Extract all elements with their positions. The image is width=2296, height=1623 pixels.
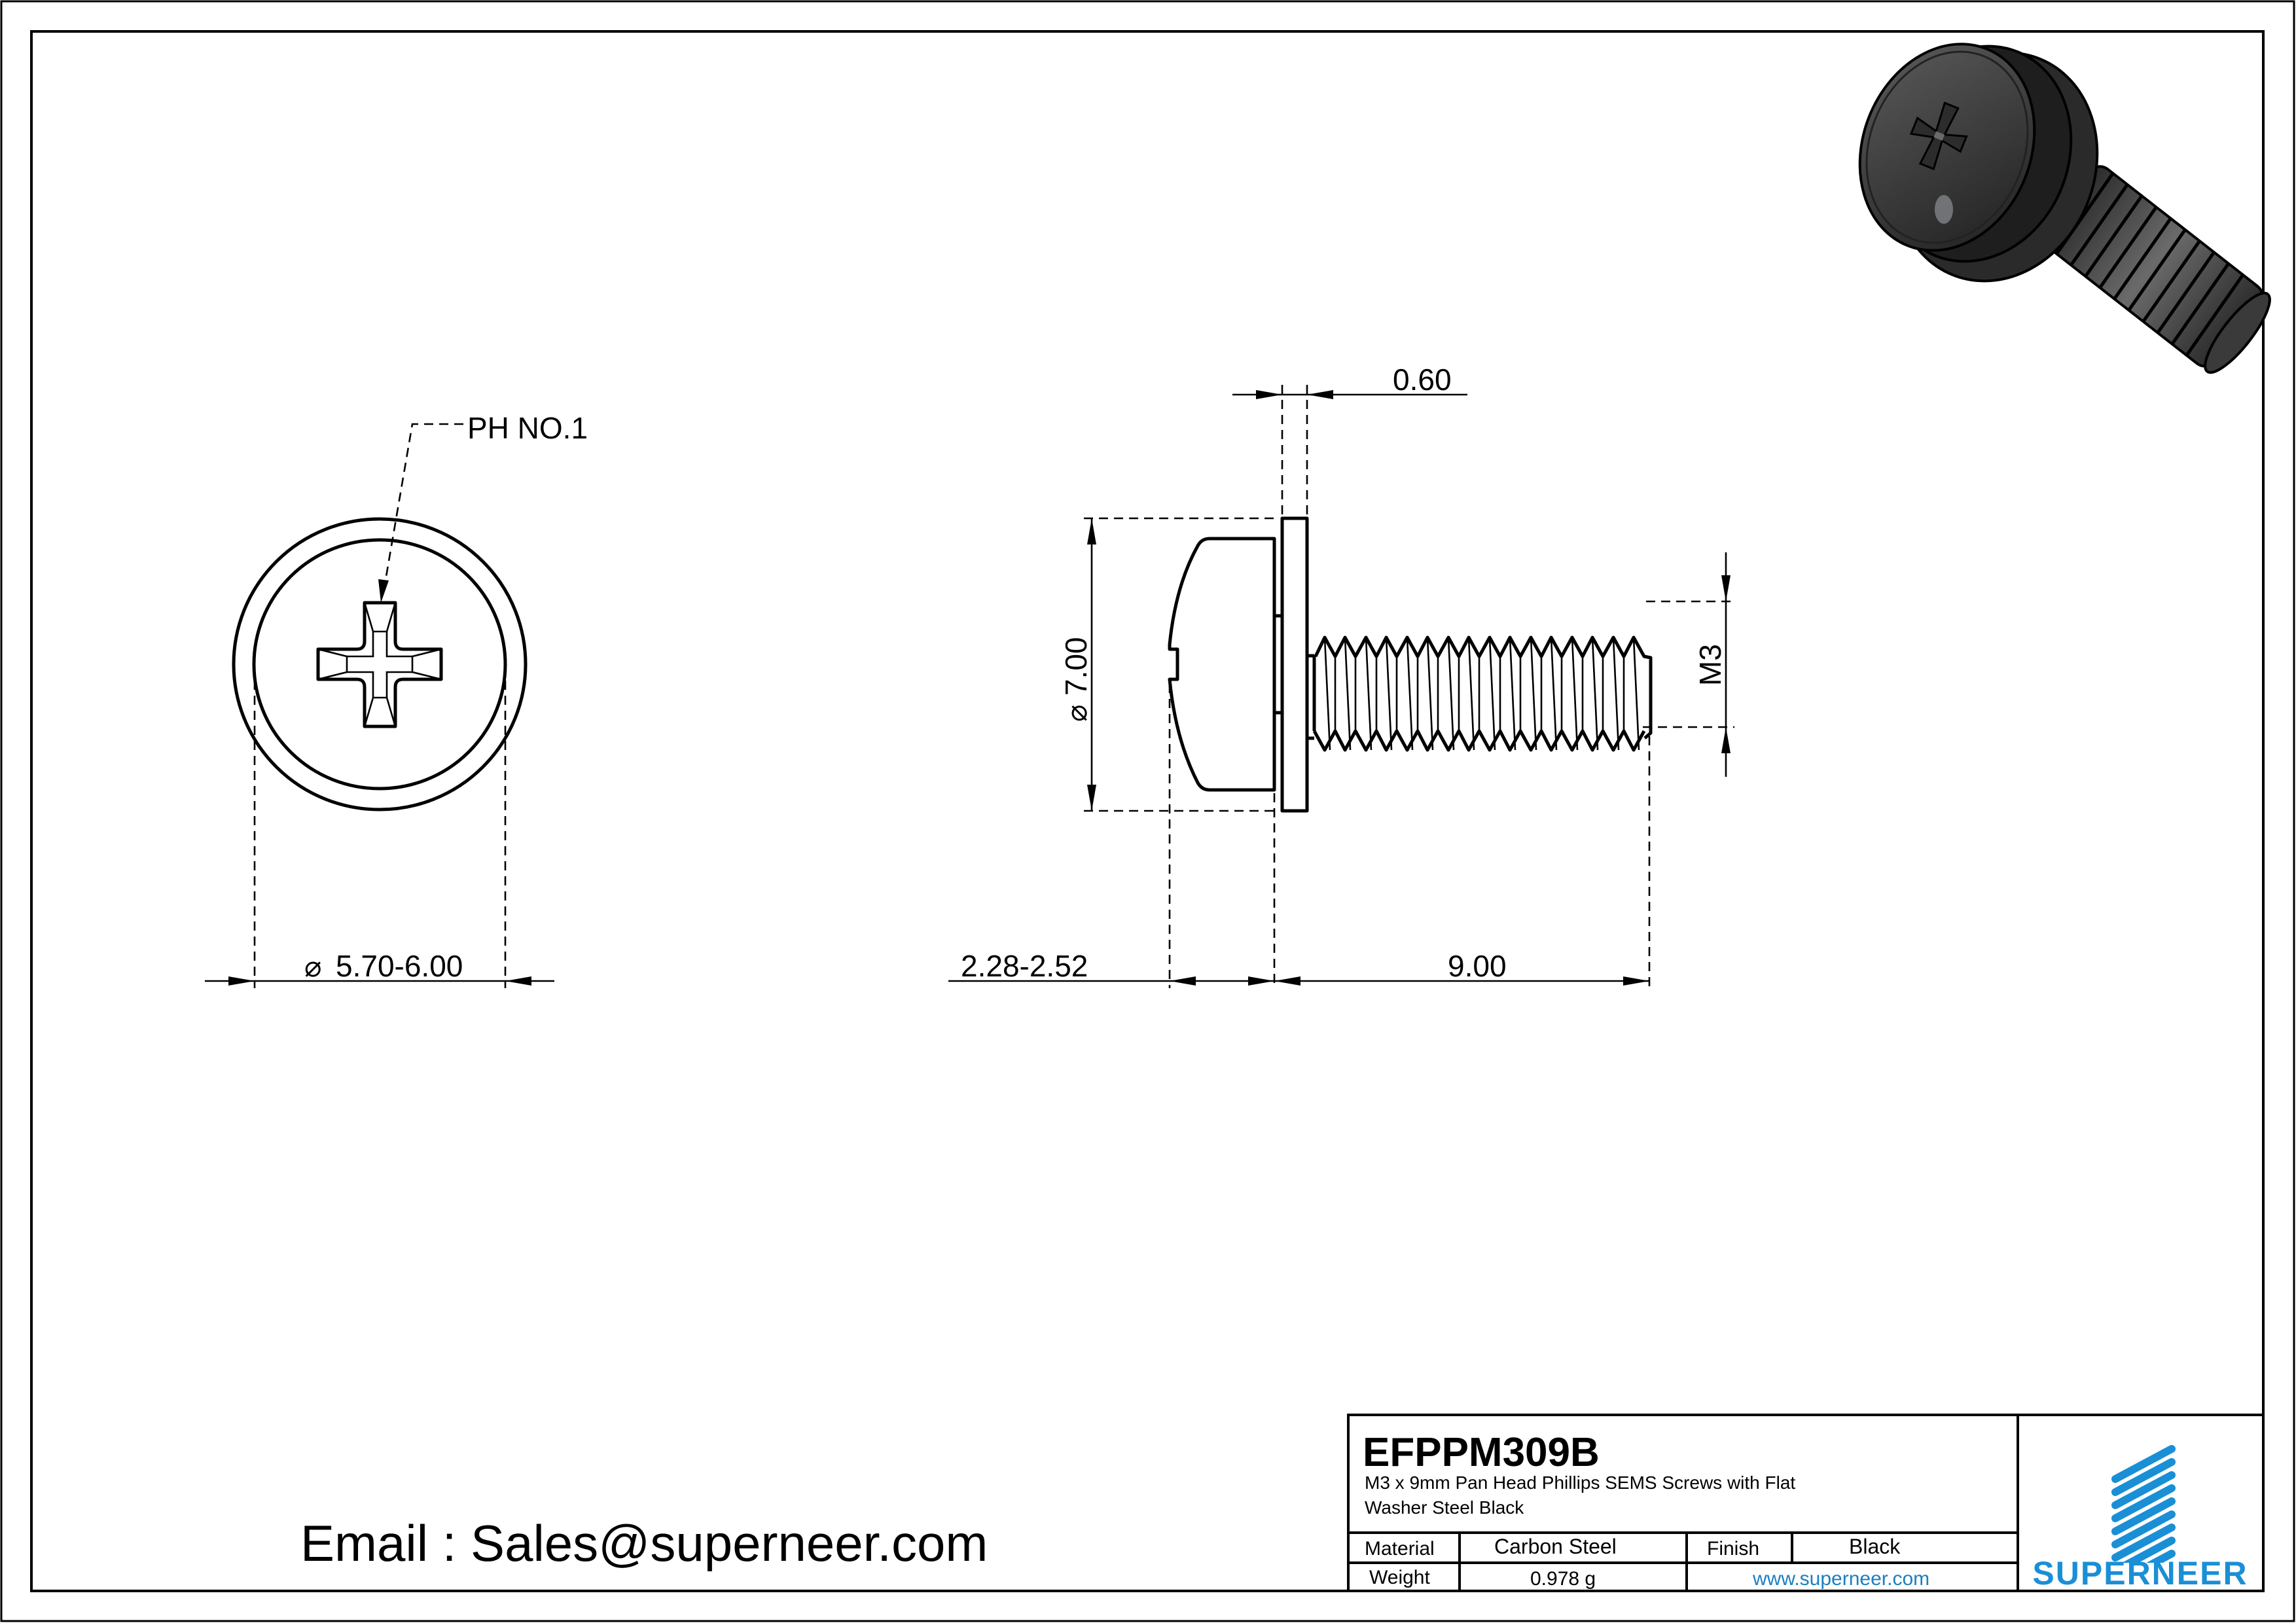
pan-head-profile [1168, 537, 1276, 792]
side-view: 0.60 ⌀ 7.00 M3 2.28-2.52 9.00 [948, 363, 1734, 988]
brand-wordmark: SUPERNEER [2032, 1555, 2248, 1592]
dim-arrow [1087, 518, 1096, 544]
head-height-label: 2.28-2.52 [961, 949, 1088, 983]
finish-value: Black [1849, 1535, 1901, 1558]
weight-label: Weight [1369, 1567, 1430, 1588]
part-description-line2: Washer Steel Black [1365, 1497, 1524, 1518]
material-label: Material [1365, 1538, 1435, 1560]
title-block-frame [1347, 1414, 2265, 1592]
washer-thickness-label: 0.60 [1393, 363, 1452, 397]
head-diameter-symbol: ⌀ [1061, 705, 1093, 722]
front-view: PH NO.1 ⌀ 5.70-6.00 [205, 411, 588, 988]
dim-arrow [1721, 727, 1731, 753]
head-outline-circle [252, 538, 507, 791]
callout-leader [382, 423, 463, 596]
screw-3d-render [1858, 43, 2271, 374]
leader-arrowhead [378, 579, 389, 603]
dim-arrow [1623, 976, 1649, 986]
washer-outline-circle [232, 517, 528, 812]
dim-arrow [1256, 390, 1282, 399]
website-link[interactable]: www.superneer.com [1752, 1568, 1929, 1590]
dim-arrow-right [505, 976, 531, 986]
phillips-cross-icon [1909, 101, 1968, 171]
front-diameter-label: 5.70-6.00 [336, 949, 463, 983]
dim-arrow-left [228, 976, 255, 986]
phillips-size-callout: PH NO.1 [467, 411, 588, 445]
weight-value: 0.978 g [1530, 1568, 1596, 1590]
dim-arrow [1087, 785, 1096, 811]
title-block: EFPPM309B M3 x 9mm Pan Head Phillips SEM… [1347, 1414, 2265, 1592]
length-label: 9.00 [1448, 949, 1507, 983]
dim-arrow [1307, 390, 1333, 399]
dim-arrow [1721, 575, 1731, 601]
finish-label: Finish [1707, 1538, 1759, 1560]
phillips-recess-icon [316, 601, 443, 728]
dim-arrow [1274, 976, 1300, 986]
part-description-line1: M3 x 9mm Pan Head Phillips SEMS Screws w… [1365, 1472, 1795, 1493]
thread-size-label: M3 [1693, 644, 1727, 686]
flat-washer-profile [1280, 516, 1309, 813]
inner-border [30, 30, 2265, 1592]
contact-email[interactable]: Email : Sales@superneer.com [300, 1514, 988, 1572]
head-diameter-label: 7.00 [1059, 637, 1093, 696]
dim-arrow [1248, 976, 1274, 986]
material-value: Carbon Steel [1494, 1535, 1617, 1558]
thread-profile [1307, 635, 1653, 752]
dim-arrow [1170, 976, 1196, 986]
part-number: EFPPM309B [1363, 1430, 1600, 1475]
diameter-symbol: ⌀ [304, 951, 322, 983]
